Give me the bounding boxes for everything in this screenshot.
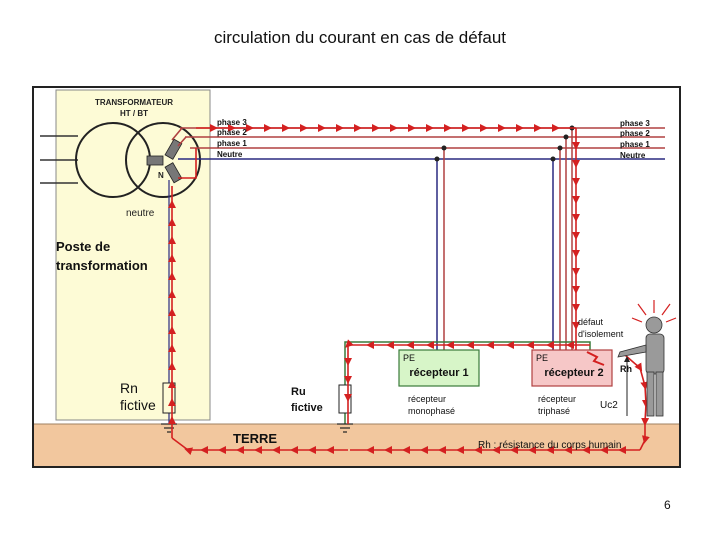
human-right-leg (655, 371, 664, 417)
rn-label-2: fictive (120, 397, 156, 413)
recepteur-2-caption-1: récepteur (538, 394, 576, 404)
defaut-label-1: défaut (578, 317, 604, 327)
node-r2-phase2 (563, 134, 569, 140)
bus-left-label-phase3: phase 3 (217, 118, 247, 127)
fault-current-path (168, 124, 650, 456)
neutral-point-label: N (158, 171, 164, 180)
human-arm (617, 344, 647, 358)
bus-left-label-phase1: phase 1 (217, 139, 247, 148)
ru-label-2: fictive (291, 402, 323, 414)
rh-label: Rh (620, 364, 632, 374)
defaut-label-2: d'isolement (578, 329, 624, 339)
transformer-title-2: HT / BT (120, 109, 148, 118)
bus-right-label-phase2: phase 2 (620, 129, 650, 138)
recepteur-1-caption-2: monophasé (408, 406, 455, 416)
fault-path-pe (344, 339, 590, 424)
transformer-to-phase3 (171, 127, 183, 141)
human-head (645, 316, 663, 334)
rn-label-1: Rn (120, 380, 138, 396)
fault-spark-icon (586, 351, 605, 366)
recepteur-1-pe-label: PE (403, 353, 415, 363)
human-torso (645, 333, 665, 375)
transformer-title-1: TRANSFORMATEUR (95, 98, 173, 107)
slide-title: circulation du courant en cas de défaut (213, 28, 507, 47)
rn-resistor (162, 382, 176, 414)
recepteur-1-caption-1: récepteur (408, 394, 446, 404)
poste-label-1: Poste de (56, 239, 110, 254)
recepteur-1-label: récepteur 1 (409, 367, 468, 379)
terre-label: TERRE (233, 431, 277, 446)
transformer-secondary-coil (125, 122, 201, 198)
earth-symbol-ru (337, 423, 353, 433)
star-windings (146, 138, 183, 184)
bus-left-label-phase2: phase 2 (217, 128, 247, 137)
rh-caption: Rh : résistance du corps humain (478, 440, 621, 451)
neutre-label: neutre (126, 208, 155, 219)
node-r1-neutre (434, 156, 440, 162)
uc2-arrowhead (624, 356, 630, 362)
bus-right-label-phase3: phase 3 (620, 119, 650, 128)
transformer-station-box (55, 89, 211, 421)
ru-label-1: Ru (291, 386, 306, 398)
page-number: 6 (664, 498, 671, 512)
bus-left-label-neutre: Neutre (217, 150, 243, 159)
shock-lines (631, 300, 677, 323)
bus-right-label-neutre: Neutre (620, 151, 646, 160)
node-r2-phase1 (557, 145, 563, 151)
fault-path-body (624, 354, 650, 451)
uc2-label: Uc2 (600, 400, 618, 411)
human-figure (617, 316, 665, 417)
human-left-leg (646, 371, 655, 417)
recepteur-2-pe-label: PE (536, 353, 548, 363)
transformer-to-phase2 (177, 136, 187, 147)
node-r2-neutre (550, 156, 556, 162)
fault-path-earth (171, 437, 348, 456)
transformer-to-phase1 (178, 148, 197, 179)
ground-strip (34, 424, 679, 466)
poste-label-2: transformation (56, 258, 148, 273)
recepteur-2-label: récepteur 2 (544, 367, 603, 379)
ru-resistor (338, 384, 352, 414)
node-r1-phase1 (441, 145, 447, 151)
recepteur-2-caption-2: triphasé (538, 406, 570, 416)
bus-right-label-phase1: phase 1 (620, 140, 650, 149)
